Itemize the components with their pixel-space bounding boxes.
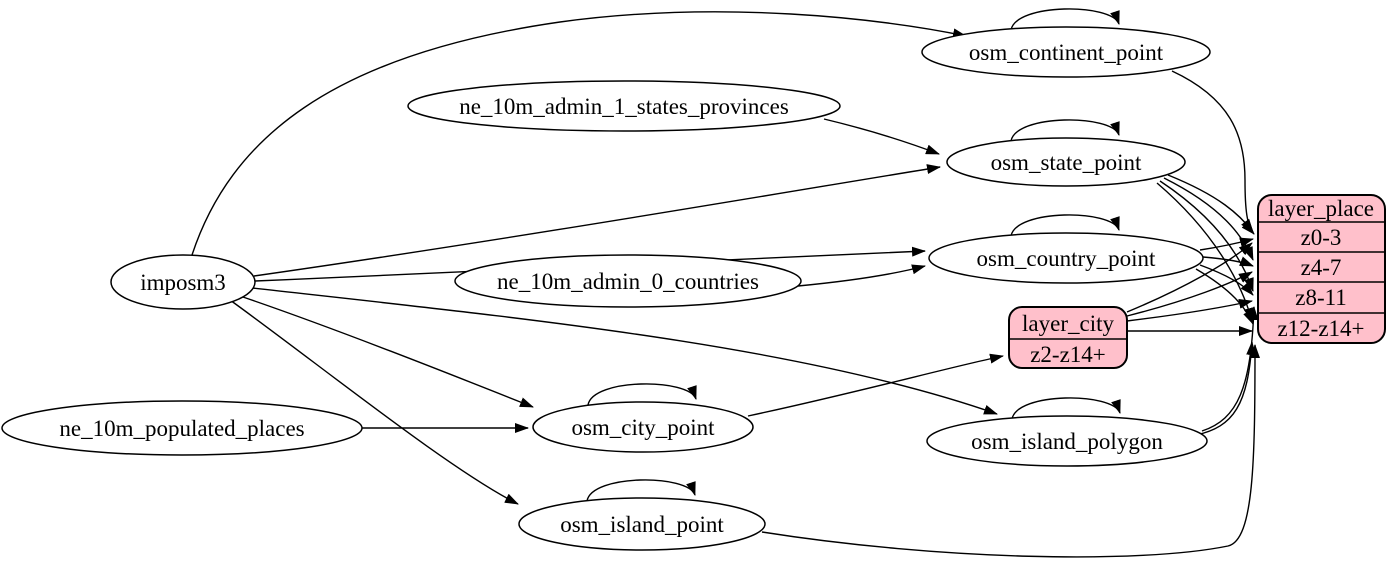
record-layer_place-row-z8-11: z8-11: [1295, 285, 1347, 310]
edge-osm_island_polygon-layer_place-z12-z14: [1195, 341, 1257, 436]
record-layer_place-row-z12-z14: z12-z14+: [1277, 316, 1364, 341]
node-ne_10m_admin_0_countries: ne_10m_admin_0_countries: [454, 254, 802, 308]
edge-osm_island_polygon-layer_place-z8-11: [1201, 306, 1259, 432]
edge-ne_10m_admin_0_countries-osm_country_point: [797, 264, 926, 287]
node-osm_city_point-shape: [532, 401, 754, 453]
record-layer_city-box: [1008, 306, 1128, 369]
edge-osm_country_point-layer_place-z0-3: [1199, 237, 1254, 251]
selfloop-osm_continent_point: [1010, 8, 1120, 31]
node-osm_country_point: osm_country_point: [928, 232, 1204, 284]
selfloop-osm_city_point: [587, 383, 697, 406]
node-ne_10m_admin_1_states_provinces: ne_10m_admin_1_states_provinces: [407, 80, 841, 132]
node-osm_island_polygon-label: osm_island_polygon: [971, 429, 1163, 454]
node-imposm3-shape: [110, 254, 256, 310]
node-ne_10m_populated_places-label: ne_10m_populated_places: [59, 416, 304, 441]
edge-imposm3-osm_island_point: [229, 299, 519, 505]
node-osm_city_point: osm_city_point: [532, 401, 754, 453]
record-layer_city-title: layer_city: [1022, 311, 1114, 336]
selfloop-osm_state_point: [1010, 119, 1120, 142]
record-layer_place-title: layer_place: [1268, 196, 1374, 221]
node-osm_state_point: osm_state_point: [946, 137, 1186, 187]
node-osm_city_point-label: osm_city_point: [571, 415, 715, 440]
edge-layer_city-layer_place-z8-11: [1126, 298, 1253, 322]
selfloop-osm_island_point: [586, 479, 696, 502]
node-osm_country_point-label: osm_country_point: [977, 246, 1156, 271]
node-osm_continent_point-label: osm_continent_point: [969, 40, 1164, 65]
node-imposm3-label: imposm3: [140, 270, 226, 295]
edge-imposm3-osm_continent_point: [191, 11, 967, 256]
node-ne_10m_admin_0_countries-shape: [454, 254, 802, 308]
edge-osm_state_point-layer_place-z0-3: [1167, 174, 1254, 233]
edge-layer: [191, 8, 1260, 558]
edge-layer_city-layer_place-z4-7: [1126, 271, 1253, 317]
node-ne_10m_populated_places-shape: [1, 400, 363, 456]
node-osm_island_point-shape: [518, 497, 766, 551]
edge-osm_country_point-layer_place-z4-7: [1202, 256, 1254, 267]
node-ne_10m_populated_places: ne_10m_populated_places: [1, 400, 363, 456]
edge-ne_10m_admin_1_states_provinces-osm_state_point: [823, 118, 940, 155]
edge-layer_city-layer_place-z0-3: [1126, 242, 1253, 313]
node-osm_state_point-shape: [946, 137, 1186, 187]
node-ne_10m_admin_1_states_provinces-label: ne_10m_admin_1_states_provinces: [459, 94, 789, 119]
node-osm_island_point: osm_island_point: [518, 497, 766, 551]
node-osm_island_polygon: osm_island_polygon: [926, 415, 1208, 467]
edge-osm_country_point-layer_place-z12-z14: [1195, 268, 1254, 325]
node-osm_continent_point: osm_continent_point: [921, 26, 1211, 78]
record-layer_place-box: [1257, 194, 1386, 344]
node-ne_10m_admin_1_states_provinces-shape: [407, 80, 841, 132]
selfloop-osm_island_polygon: [1011, 397, 1121, 420]
edge-imposm3-osm_island_polygon: [251, 287, 998, 415]
record-layer_place-row-z4-7: z4-7: [1301, 255, 1342, 280]
record-layer_city-row-z2-z14: z2-z14+: [1030, 342, 1106, 367]
node-osm_island_polygon-shape: [926, 415, 1208, 467]
record-layer_city: layer_city z2-z14+: [1008, 306, 1128, 369]
node-imposm3: imposm3: [110, 254, 256, 310]
node-osm_island_point-label: osm_island_point: [560, 512, 724, 537]
record-layer_place-row-z0-3: z0-3: [1301, 225, 1342, 250]
node-ne_10m_admin_0_countries-label: ne_10m_admin_0_countries: [497, 269, 759, 294]
edge-osm_city_point-layer_city-z2-z14: [747, 353, 1004, 417]
selfloop-osm_country_point: [1010, 214, 1120, 237]
node-osm_country_point-shape: [928, 232, 1204, 284]
node-osm_continent_point-shape: [921, 26, 1211, 78]
node-osm_state_point-label: osm_state_point: [991, 150, 1142, 175]
edge-imposm3-osm_state_point: [253, 164, 941, 277]
edge-imposm3-osm_city_point: [239, 295, 534, 408]
edge-osm_island_point-layer_place-z12-z14: [761, 344, 1260, 558]
record-layer_place: layer_place z0-3 z4-7 z8-11 z12-z14+: [1257, 194, 1386, 344]
